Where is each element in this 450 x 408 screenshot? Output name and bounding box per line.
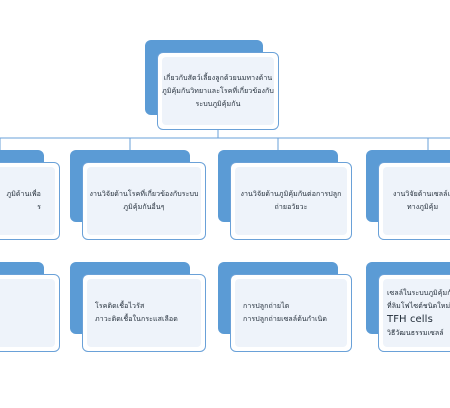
level2-node-3[interactable]: งานวิจัยด้านภูมิคุ้มกันต่อการปลูก ถ่ายอว… <box>230 162 352 240</box>
level2-node-3-line-2: ถ่ายอวัยวะ <box>274 203 308 211</box>
level3-node-3[interactable]: การปลูกถ่ายไต การปลูกถ่ายเซลล์ต้นกำเนิด <box>230 274 352 352</box>
level3-node-2-line-2: ภาวะติดเชื้อในกระแสเลือด <box>95 315 178 323</box>
level2-node-4-line-2: ทางภูมิคุ้ม <box>407 203 439 211</box>
level2-node-4-line-1: งานวิจัยด้านเซลล์และ <box>393 190 450 198</box>
level2-node-1-line-1: ภูมิด้านเพื่อ <box>6 190 41 198</box>
level2-node-2-line-2: ภูมิคุ้มกันอื่นๆ <box>123 203 165 211</box>
level3-node-4-line-1: เซลล์ในระบบภูมิคุ้มกั <box>387 288 450 297</box>
level3-node-4-line-2: ที่ลิมโฟไซต์ชนิดใหม่ๆ <box>387 301 450 310</box>
level3-node-1[interactable] <box>0 274 60 352</box>
root-line-2: ภูมิคุ้มกันวิทยาและโรคที่เกี่ยวข้องกับ <box>162 86 274 95</box>
level3-node-2[interactable]: โรคติดเชื้อไวรัส ภาวะติดเชื้อในกระแสเลือ… <box>82 274 206 352</box>
root-node[interactable]: เกี่ยวกับสัตว์เลี้ยงลูกด้วยนมทางด้าน ภูม… <box>157 52 279 130</box>
level3-node-3-line-2: การปลูกถ่ายเซลล์ต้นกำเนิด <box>243 315 328 323</box>
level2-node-1-line-2: ร <box>37 203 41 211</box>
level3-node-3-line-1: การปลูกถ่ายไต <box>243 302 290 310</box>
level3-node-4-line-3: TFH cells <box>387 313 433 325</box>
level3-node-2-line-1: โรคติดเชื้อไวรัส <box>95 302 145 310</box>
level2-node-1[interactable]: ภูมิด้านเพื่อ ร <box>0 162 60 240</box>
level2-node-3-line-1: งานวิจัยด้านภูมิคุ้มกันต่อการปลูก <box>240 190 342 198</box>
level3-node-4-line-4: วิธีวัฒนธรรมเซลล์ <box>387 328 444 337</box>
level2-node-2[interactable]: งานวิจัยด้านโรคที่เกี่ยวข้องกับระบบ ภูมิ… <box>82 162 206 240</box>
level3-node-4[interactable]: เซลล์ในระบบภูมิคุ้มกั ที่ลิมโฟไซต์ชนิดให… <box>378 274 450 352</box>
level2-node-2-line-1: งานวิจัยด้านโรคที่เกี่ยวข้องกับระบบ <box>89 190 199 198</box>
level2-node-4[interactable]: งานวิจัยด้านเซลล์และ ทางภูมิคุ้ม <box>378 162 450 240</box>
root-line-1: เกี่ยวกับสัตว์เลี้ยงลูกด้วยนมทางด้าน <box>163 73 273 82</box>
root-line-3: ระบบภูมิคุ้มกัน <box>195 99 241 108</box>
